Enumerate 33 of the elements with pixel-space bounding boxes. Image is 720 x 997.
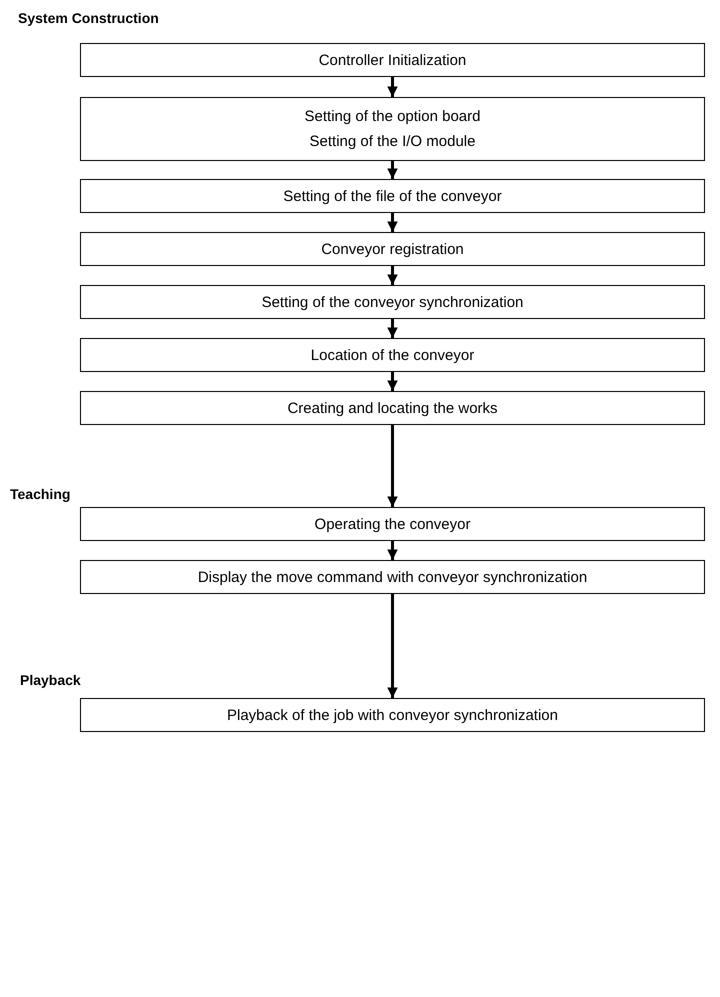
section-heading: Playback xyxy=(20,672,81,688)
process-box xyxy=(80,179,705,213)
arrow xyxy=(387,213,398,232)
process-box xyxy=(80,391,705,425)
step-text: Setting of the conveyor synchronization xyxy=(262,294,524,310)
process-box xyxy=(80,232,705,266)
step-text: Controller Initialization xyxy=(318,52,466,68)
process-box xyxy=(80,97,705,161)
step-text: Location of the conveyor xyxy=(310,346,474,364)
arrow xyxy=(387,541,398,560)
section-heading: Teaching xyxy=(10,486,70,502)
arrow xyxy=(387,319,398,338)
process-box xyxy=(80,698,705,732)
arrow xyxy=(387,594,398,698)
step-text: Conveyor registration xyxy=(321,240,464,258)
arrow xyxy=(387,266,398,285)
process-box xyxy=(80,507,705,541)
step-text: Playback of the job with conveyor synchronization xyxy=(226,706,558,724)
section-heading: System Construction xyxy=(18,10,159,26)
step-text: Setting of the file of the conveyor xyxy=(283,188,502,204)
arrow xyxy=(387,425,398,507)
process-box xyxy=(80,560,705,594)
process-box xyxy=(80,43,705,77)
arrow xyxy=(387,161,398,179)
process-box xyxy=(80,285,705,319)
process-box xyxy=(80,338,705,372)
arrow xyxy=(387,372,398,391)
arrow xyxy=(387,77,398,97)
step-text: Setting of the option board xyxy=(304,108,480,125)
step-text: Operating the conveyor xyxy=(314,516,470,532)
step-text: Setting of the I/O module xyxy=(310,133,476,150)
step-text: Display the move command with conveyor synchronization xyxy=(198,568,588,586)
step-text: Creating and locating the works xyxy=(287,400,498,416)
